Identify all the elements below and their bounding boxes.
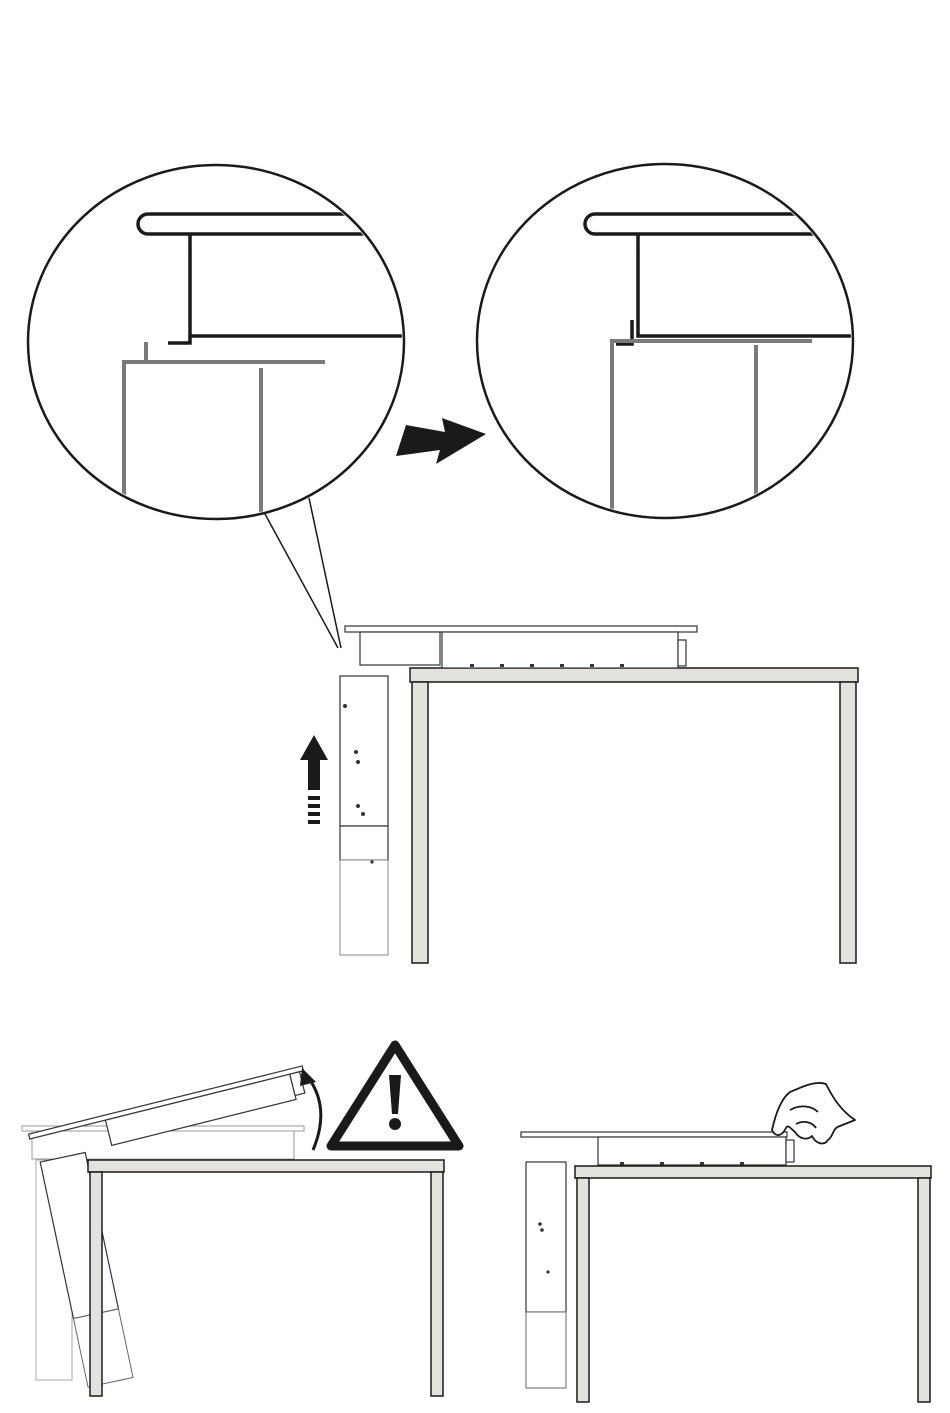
detail-before	[28, 165, 420, 648]
hob-clip	[168, 336, 190, 343]
curved-arrow-icon	[300, 1068, 321, 1150]
worktop-recess	[612, 341, 812, 520]
hob-glass-edge	[585, 214, 870, 234]
table	[88, 1160, 444, 1396]
side-unit	[526, 1162, 566, 1388]
hob	[345, 626, 697, 668]
table	[410, 668, 858, 963]
hob-glass-edge	[138, 214, 420, 234]
side-unit	[340, 676, 388, 955]
detail-circle-left	[28, 165, 404, 519]
warning-icon	[331, 1045, 459, 1146]
detail-after	[477, 164, 870, 520]
step-tilt-hob	[22, 1045, 459, 1396]
arrow-right-icon	[396, 418, 486, 464]
step-lift-unit	[300, 626, 858, 963]
arrow-up-icon	[300, 735, 328, 824]
table	[575, 1166, 931, 1402]
worktop-recess	[124, 362, 325, 500]
hob-frame	[190, 234, 420, 336]
step-press-hob	[521, 1083, 931, 1402]
hob	[521, 1132, 794, 1165]
hob-frame	[638, 234, 870, 336]
